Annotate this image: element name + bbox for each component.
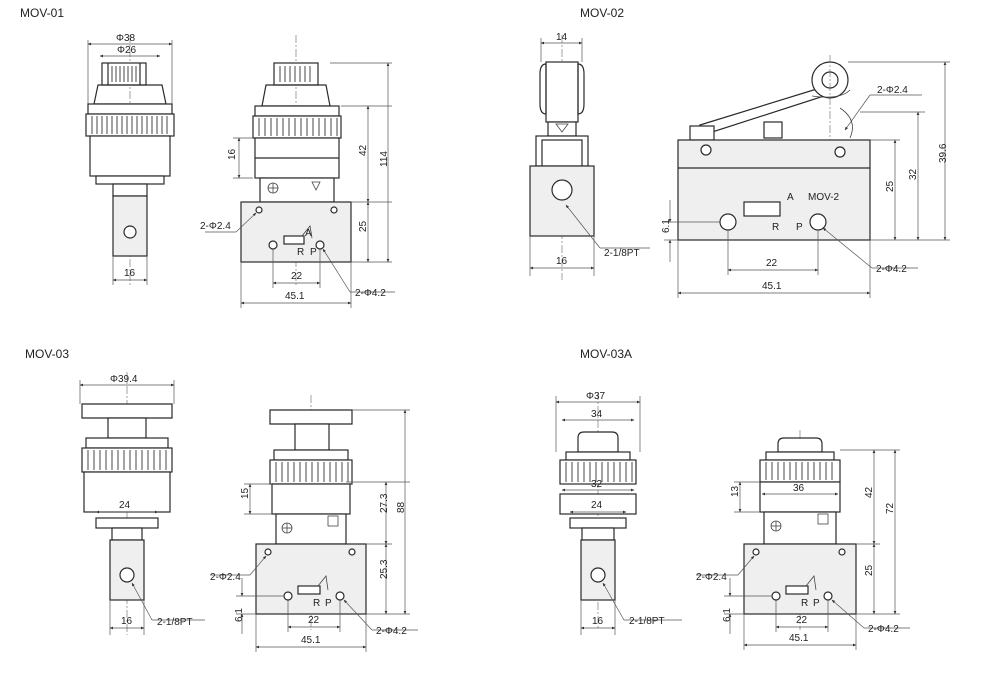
mov03a-w32: 32 <box>591 479 603 490</box>
mov02-h32: 32 <box>908 168 919 180</box>
mov03a-thread: 2-1/8PT <box>629 616 665 627</box>
mov03-port-r: R <box>313 598 320 609</box>
mov03-thread: 2-1/8PT <box>157 617 193 628</box>
mov03-title: MOV-03 <box>25 347 69 361</box>
mov02-h25: 25 <box>885 180 896 192</box>
mov02-w22: 22 <box>766 258 778 269</box>
mov03a-port-p: P <box>813 598 820 609</box>
mov03-hole-port: 2-Φ4.2 <box>376 626 407 637</box>
mov03-h273: 27.3 <box>379 493 390 513</box>
mov01-title: MOV-01 <box>20 6 64 20</box>
mov03-w24: 24 <box>119 500 131 511</box>
mov01-w22: 22 <box>291 271 303 282</box>
mov02-title: MOV-02 <box>580 6 624 20</box>
mov03-h88: 88 <box>396 501 407 513</box>
mov03-w16: 16 <box>121 616 133 627</box>
mov01-side-view: A R P 16 42 114 25 2-Φ2.4 <box>200 35 395 308</box>
mov03-front-view: Φ39.4 24 16 <box>79 372 205 635</box>
mov03a-front-view: Φ37 34 32 24 <box>555 391 682 635</box>
mov03a-w34: 34 <box>591 409 603 420</box>
mov02-side-view: A MOV-2 R P 2-Φ2.4 25 32 39.6 <box>661 55 950 298</box>
mov01-hole-small: 2-Φ2.4 <box>200 221 231 232</box>
mov03a-hole-small: 2-Φ2.4 <box>696 572 727 583</box>
mov01-port-a: A <box>305 228 312 239</box>
mov02-port-a: A <box>787 192 794 203</box>
mov03-side-view: R P 15 27.3 88 25.3 6.1 <box>210 395 418 652</box>
mov02-w451: 45.1 <box>762 281 782 292</box>
mov01-dia-inner: Φ26 <box>117 45 137 56</box>
mov02-h61: 6.1 <box>661 219 672 233</box>
mov03a-h42: 42 <box>864 486 875 498</box>
mov02-hole-small: 2-Φ2.4 <box>877 85 908 96</box>
mov03a-w16: 16 <box>592 616 604 627</box>
mov03-w451: 45.1 <box>301 635 321 646</box>
mov03-w22: 22 <box>308 615 320 626</box>
mov01-w451: 45.1 <box>285 291 305 302</box>
mov03-dia: Φ39.4 <box>110 374 138 385</box>
mov01-hole-port: 2-Φ4.2 <box>355 288 386 299</box>
mov02-group: MOV-02 14 16 2-1/8PT <box>529 6 950 298</box>
mov03a-h72: 72 <box>885 502 896 514</box>
mov03a-port-r: R <box>801 598 808 609</box>
mov01-group: MOV-01 Φ38 Φ26 <box>20 6 395 308</box>
mov03-group: MOV-03 Φ39.4 24 <box>25 347 418 652</box>
mov02-front-view: 14 16 2-1/8PT <box>529 32 650 280</box>
mov03a-hole-port: 2-Φ4.2 <box>868 624 899 635</box>
mov03-hole-small: 2-Φ2.4 <box>210 572 241 583</box>
mov03a-group: MOV-03A Φ37 34 32 <box>555 347 910 650</box>
mov03-h61: 6.1 <box>234 608 245 622</box>
mov03a-dia: Φ37 <box>586 391 606 402</box>
mov01-h16: 16 <box>227 148 238 160</box>
mov03a-h61: 6.1 <box>722 608 733 622</box>
mov03-h253: 25.3 <box>379 559 390 579</box>
mov02-w14: 14 <box>556 32 568 43</box>
mov03a-w22: 22 <box>796 615 808 626</box>
mov02-w16: 16 <box>556 256 568 267</box>
mov01-h42: 42 <box>358 144 369 156</box>
mov01-front-view: Φ38 Φ26 <box>85 33 175 285</box>
mov01-h114: 114 <box>379 151 390 167</box>
mov02-port-p: P <box>796 222 803 233</box>
mov01-dia-outer: Φ38 <box>116 33 136 44</box>
mov01-h25: 25 <box>358 220 369 232</box>
mov03a-h13: 13 <box>730 485 741 497</box>
mov01-port-p: P <box>310 247 317 258</box>
mov01-w16: 16 <box>124 268 136 279</box>
mov03a-h25: 25 <box>864 564 875 576</box>
mov03a-w24: 24 <box>591 500 603 511</box>
mov02-h396: 39.6 <box>938 143 949 163</box>
mov03-h15: 15 <box>240 487 251 499</box>
mov03-port-p: P <box>325 598 332 609</box>
mov03a-title: MOV-03A <box>580 347 632 361</box>
mov01-port-r: R <box>297 247 304 258</box>
mov02-port-r: R <box>772 222 779 233</box>
mov02-thread: 2-1/8PT <box>604 248 640 259</box>
mov02-model-label: MOV-2 <box>808 192 840 203</box>
mov03a-w451: 45.1 <box>789 633 809 644</box>
mov02-hole-port: 2-Φ4.2 <box>876 264 907 275</box>
mov03a-side-view: 36 R P 13 42 72 <box>696 430 910 650</box>
mov03a-w36: 36 <box>793 483 805 494</box>
